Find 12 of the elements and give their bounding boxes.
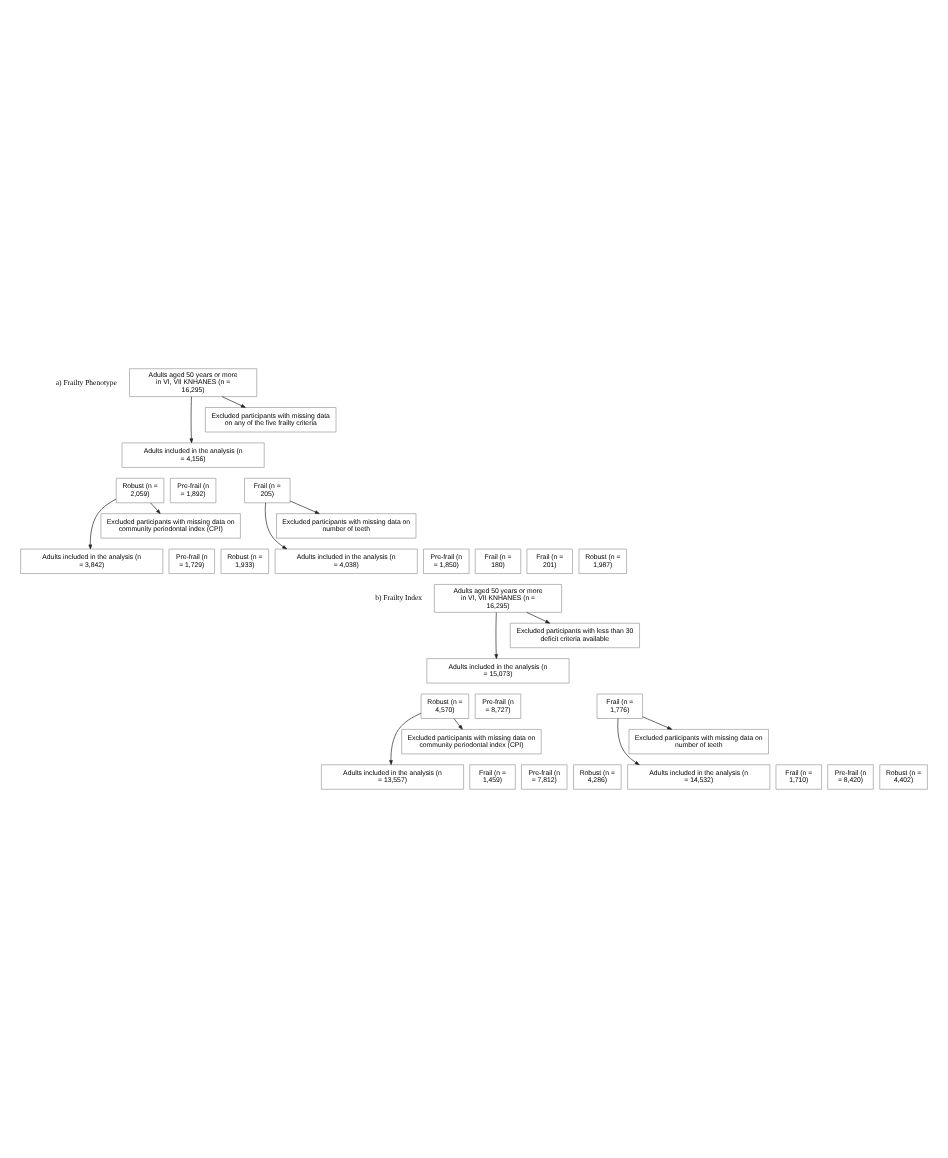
arrow — [526, 612, 551, 624]
arrow — [389, 713, 422, 765]
arrow — [88, 498, 117, 550]
arrow — [189, 396, 194, 444]
arrow — [642, 716, 673, 730]
arrow — [617, 718, 640, 766]
arrow — [289, 500, 320, 514]
arrow — [264, 502, 287, 550]
arrow — [150, 502, 161, 514]
arrow — [494, 612, 499, 659]
arrow — [453, 718, 463, 730]
arrow — [221, 396, 246, 408]
